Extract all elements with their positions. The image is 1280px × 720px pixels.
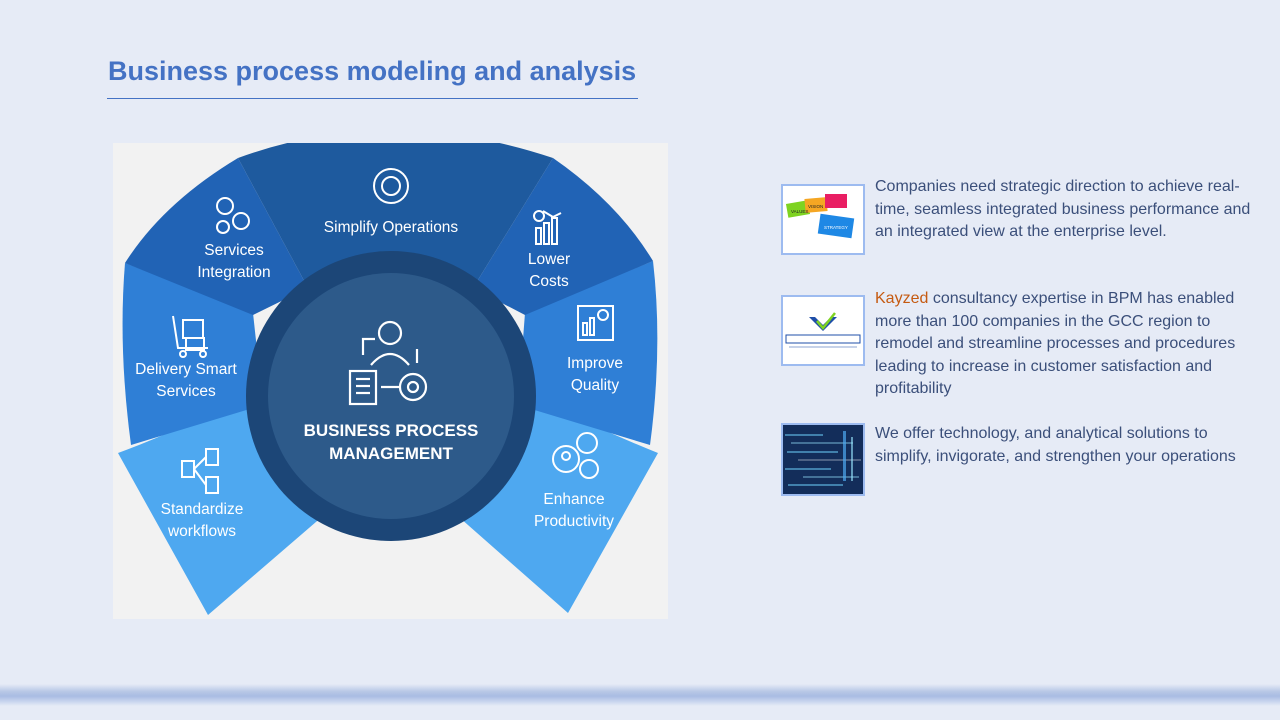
segment-lower-costs bbox=[473, 158, 653, 315]
money-chart-icon bbox=[533, 210, 562, 245]
segment-improve-quality bbox=[518, 261, 658, 445]
segment-label-costs-2: Costs bbox=[529, 273, 569, 290]
bullet-text-kayzed: Kayzed consultancy expertise in BPM has … bbox=[875, 288, 1260, 401]
puzzle-label-strategy: STRATEGY bbox=[824, 225, 848, 230]
footer-band bbox=[0, 684, 1280, 706]
segment-label-quality-1: Improve bbox=[567, 355, 623, 372]
segment-label-services-2: Integration bbox=[197, 264, 270, 281]
segment-label-delivery-2: Services bbox=[156, 383, 216, 400]
people-gears-icon bbox=[552, 432, 599, 479]
bullet-text-strategy: Companies need strategic direction to ac… bbox=[875, 178, 1251, 240]
bullet-text-technology: We offer technology, and analytical solu… bbox=[875, 425, 1236, 465]
segment-label-costs-1: Lower bbox=[528, 251, 570, 268]
segment-label-productivity-1: Enhance bbox=[543, 491, 604, 508]
title-underline bbox=[107, 98, 638, 99]
bpm-diagram: BUSINESS PROCESS MANAGEMENT Simplify Ope… bbox=[113, 143, 668, 619]
segment-label-workflows-1: Standardize bbox=[161, 501, 244, 518]
gear-cycle-icon bbox=[373, 168, 409, 204]
page-title: Business process modeling and analysis bbox=[108, 56, 637, 86]
center-label-line2: MANAGEMENT bbox=[329, 444, 453, 463]
segment-label-delivery-1: Delivery Smart bbox=[135, 361, 237, 378]
puzzle-label-vision: VISION bbox=[808, 204, 823, 209]
segment-label-services-1: Services bbox=[204, 242, 264, 259]
puzzle-label-values: VALUES bbox=[791, 209, 808, 214]
technology-data-image bbox=[781, 423, 865, 496]
segment-label-workflows-2: workflows bbox=[167, 523, 236, 540]
delivery-cart-icon bbox=[172, 315, 208, 358]
process-management-icon bbox=[348, 320, 428, 406]
segment-label-simplify: Simplify Operations bbox=[324, 219, 459, 236]
center-label-line1: BUSINESS PROCESS bbox=[304, 421, 479, 440]
brand-name: Kayzed bbox=[875, 290, 929, 307]
kayzed-logo bbox=[781, 295, 865, 366]
segment-label-productivity-2: Productivity bbox=[534, 513, 614, 530]
segment-simplify-operations bbox=[238, 143, 553, 288]
segment-delivery-smart-services bbox=[122, 263, 263, 445]
documents-flow-icon bbox=[181, 448, 219, 494]
puzzle-strategy-image: VISION VALUES STRATEGY bbox=[781, 184, 865, 255]
quality-chart-icon bbox=[577, 305, 614, 341]
puzzle-gears-icon bbox=[216, 197, 250, 234]
segment-services-integration bbox=[125, 158, 308, 315]
segment-label-quality-2: Quality bbox=[571, 377, 619, 394]
hub-core bbox=[268, 273, 514, 519]
bullet-text-kayzed-body: consultancy expertise in BPM has enabled… bbox=[875, 290, 1236, 397]
